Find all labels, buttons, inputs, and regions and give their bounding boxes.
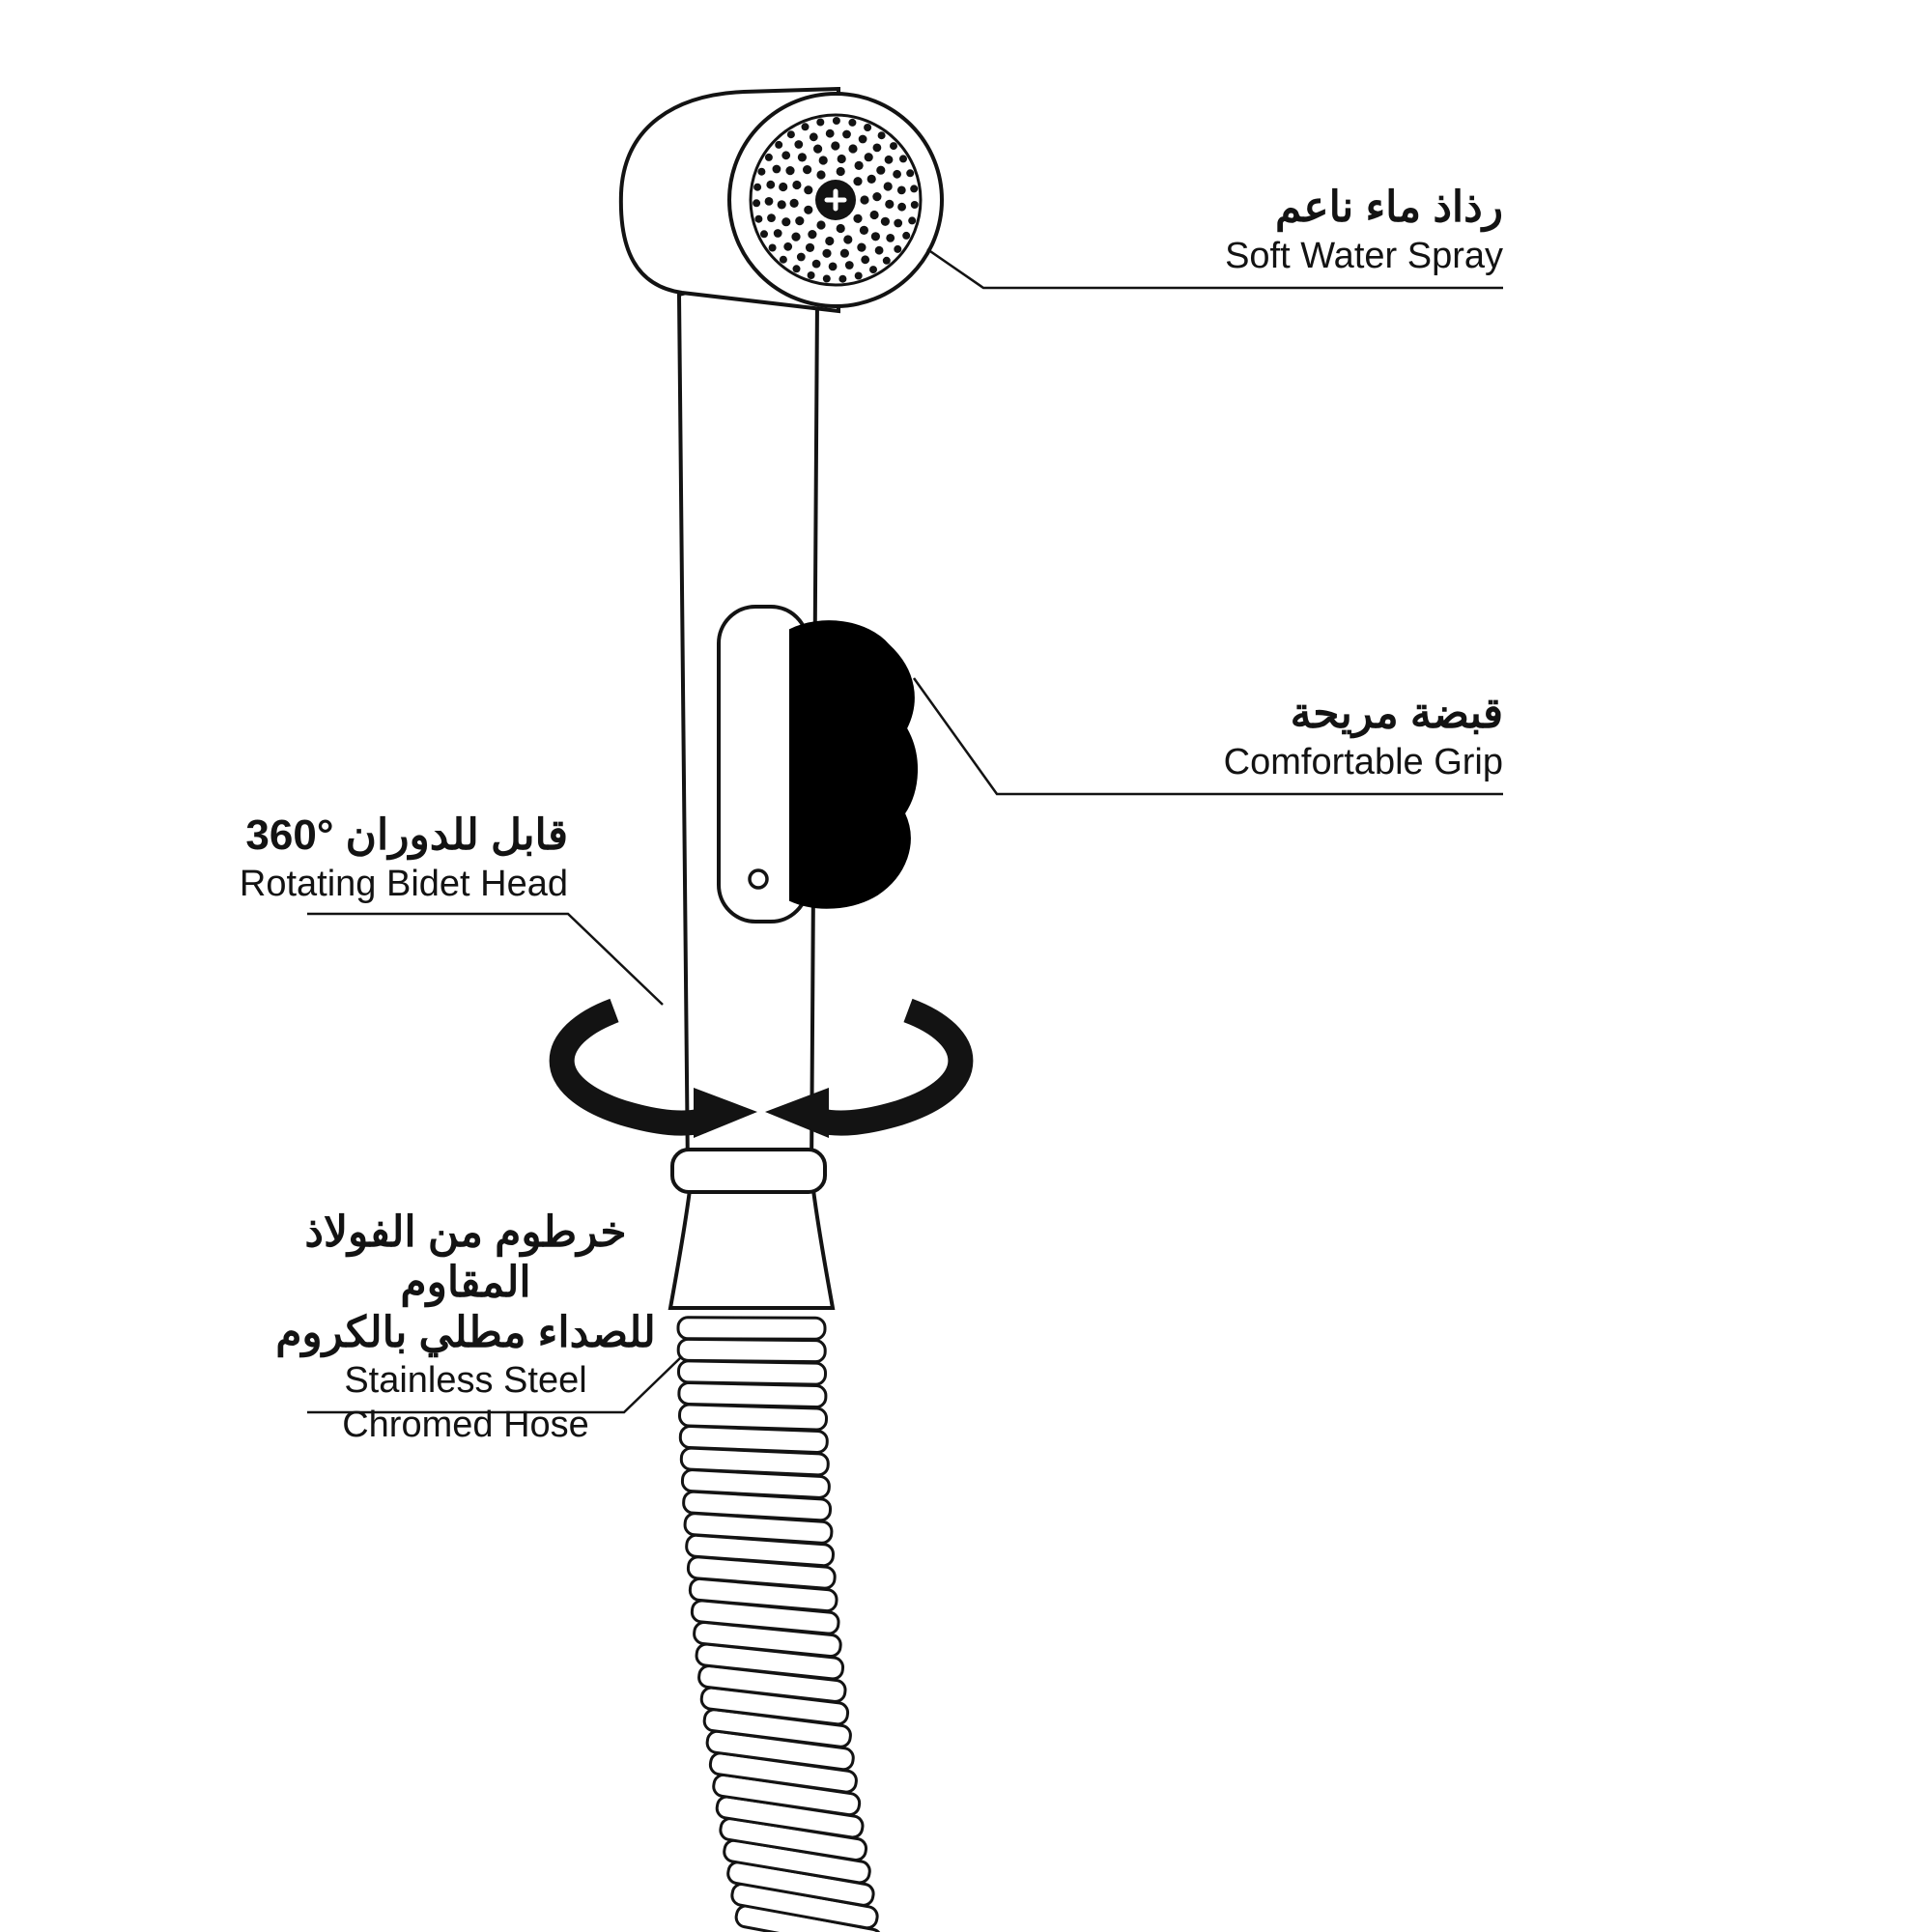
connector-cone: [668, 1188, 836, 1310]
leader-line-comfortable-grip: [912, 677, 1503, 796]
stainless-steel-hose: [676, 1316, 883, 1932]
callout-comfortable-grip: قبضة مريحة Comfortable Grip: [923, 688, 1503, 784]
leader-lines: [307, 247, 1503, 1414]
soft-water-spray-label-ar: رذاذ ماء ناعم: [1275, 184, 1503, 231]
hose-label-ar-line1: خرطوم من الفولاذ المقاوم: [304, 1208, 627, 1306]
callout-stainless-steel-hose: خرطوم من الفولاذ المقاوم للصداء مطلي بال…: [253, 1208, 678, 1447]
comfortable-grip-label-ar: قبضة مريحة: [1290, 690, 1503, 737]
hose-label-en-line1: Stainless Steel: [344, 1360, 587, 1401]
comfortable-grip: [789, 620, 918, 909]
plus-icon: [824, 188, 847, 212]
leader-line-soft-water-spray: [926, 247, 1503, 290]
rotation-arrowhead-right: [765, 1088, 829, 1138]
callout-rotating-bidet-head: قابل للدوران °360 Rotating Bidet Head: [182, 810, 568, 906]
connector-collar: [670, 1148, 827, 1194]
comfortable-grip-label-en: Comfortable Grip: [1223, 742, 1503, 782]
leader-line-rotating-head: [307, 912, 664, 1006]
rotating-head-label-ar: قابل للدوران °360: [245, 811, 568, 859]
rotation-arrows-icon: [549, 998, 974, 1138]
holder-screw: [748, 868, 769, 890]
hose-label-en-line2: Chromed Hose: [342, 1405, 589, 1445]
soft-water-spray-label-en: Soft Water Spray: [1225, 236, 1503, 276]
rotation-arrow-left: [549, 998, 707, 1136]
rotation-arrowhead-left: [694, 1088, 757, 1138]
rotating-head-label-en: Rotating Bidet Head: [239, 864, 568, 904]
leader-line-hose: [307, 1355, 683, 1414]
hose-connector: [668, 1148, 836, 1310]
hose-label-ar-line2: للصداء مطلي بالكروم: [275, 1309, 656, 1356]
callout-soft-water-spray: رذاذ ماء ناعم Soft Water Spray: [923, 182, 1503, 278]
spray-nozzle-dots: [753, 117, 919, 283]
rotation-arrow-right: [815, 998, 974, 1136]
spray-head: [618, 86, 944, 314]
